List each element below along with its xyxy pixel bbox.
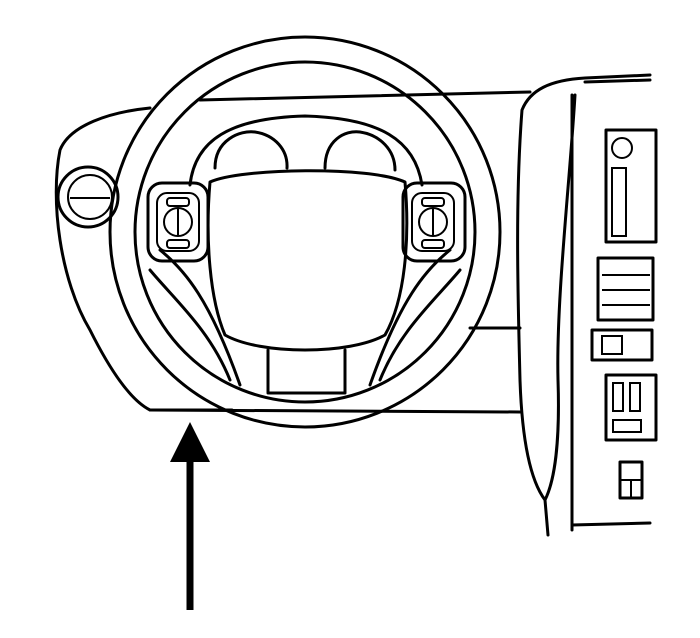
dashboard-left-panel bbox=[54, 90, 532, 414]
right-steering-controls bbox=[401, 181, 467, 263]
steering-spokes bbox=[148, 248, 462, 395]
steering-wheel-rim bbox=[108, 35, 502, 429]
instrument-gauges bbox=[188, 114, 424, 187]
pointer-arrow-icon bbox=[170, 422, 210, 610]
airbag-hub bbox=[206, 169, 409, 352]
center-console bbox=[516, 73, 658, 537]
left-steering-controls bbox=[146, 181, 210, 263]
